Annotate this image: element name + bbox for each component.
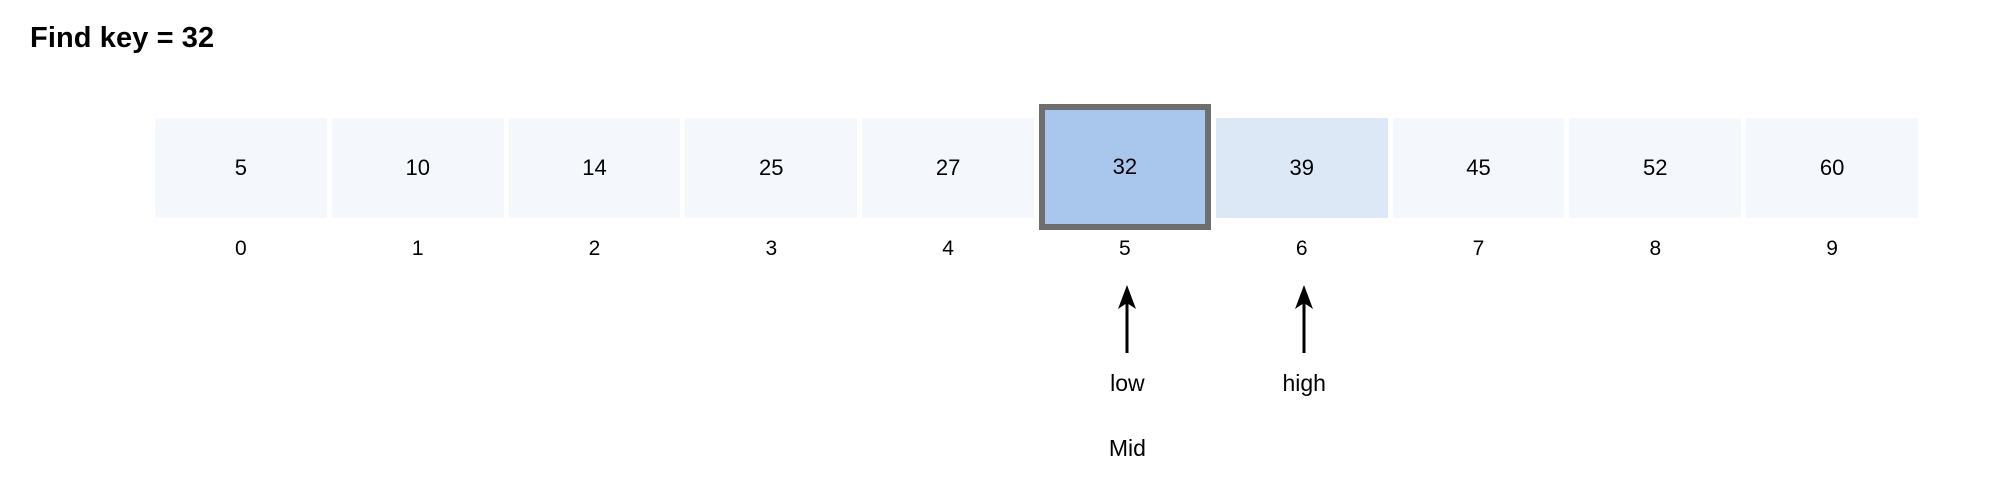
array-cell-9: 60 bbox=[1746, 118, 1918, 218]
array-cell-6: 39 bbox=[1215, 118, 1388, 218]
array-cell-value: 10 bbox=[405, 155, 430, 180]
array-index-label-9: 9 bbox=[1826, 236, 1838, 260]
index-row: 0 1 2 3 4 5 6 7 8 9 bbox=[155, 234, 1923, 262]
array-cell-value: 52 bbox=[1643, 155, 1668, 180]
array-cell-value: 60 bbox=[1819, 155, 1845, 180]
array-cell-4: 27 bbox=[862, 118, 1034, 218]
pointer-label-low: low bbox=[1110, 369, 1145, 396]
array-index-label-5: 5 bbox=[1119, 236, 1131, 260]
array-index-label-6: 6 bbox=[1295, 236, 1308, 260]
array-cell-5: 32 bbox=[1039, 104, 1211, 230]
array-cell-value: 45 bbox=[1466, 155, 1491, 180]
mid-label: Mid bbox=[1108, 434, 1146, 461]
array-index-label-1: 1 bbox=[411, 236, 424, 260]
array-index-label-3: 3 bbox=[765, 236, 778, 260]
pointer-arrow-high-icon bbox=[1291, 285, 1317, 353]
page-title: Find key = 32 bbox=[30, 22, 215, 54]
array-index-label-0: 0 bbox=[235, 236, 247, 260]
pointer-label-high: high bbox=[1282, 369, 1326, 396]
array-cell-8: 52 bbox=[1569, 118, 1742, 218]
array-index-label-4: 4 bbox=[942, 236, 954, 260]
array-index-label-8: 8 bbox=[1649, 236, 1662, 260]
array-cell-value: 39 bbox=[1289, 155, 1314, 180]
array-cell-7: 45 bbox=[1392, 118, 1565, 218]
array-cell-value: 5 bbox=[234, 155, 248, 180]
array-cell-3: 25 bbox=[685, 118, 858, 218]
array-index-label-7: 7 bbox=[1472, 236, 1485, 260]
array-cell-value: 25 bbox=[759, 155, 784, 180]
array-cell-0: 5 bbox=[155, 118, 327, 218]
array-cell-value: 32 bbox=[1112, 154, 1138, 179]
array-cell-value: 14 bbox=[582, 155, 607, 180]
array-cell-2: 14 bbox=[508, 118, 681, 218]
array-index-label-2: 2 bbox=[588, 236, 601, 260]
array-cell-1: 10 bbox=[331, 118, 504, 218]
array-cell-value: 27 bbox=[935, 155, 961, 180]
array-strip: 5 10 14 25 27 32 39 45 52 60 bbox=[155, 104, 1923, 230]
pointer-arrow-low-icon bbox=[1114, 285, 1140, 353]
